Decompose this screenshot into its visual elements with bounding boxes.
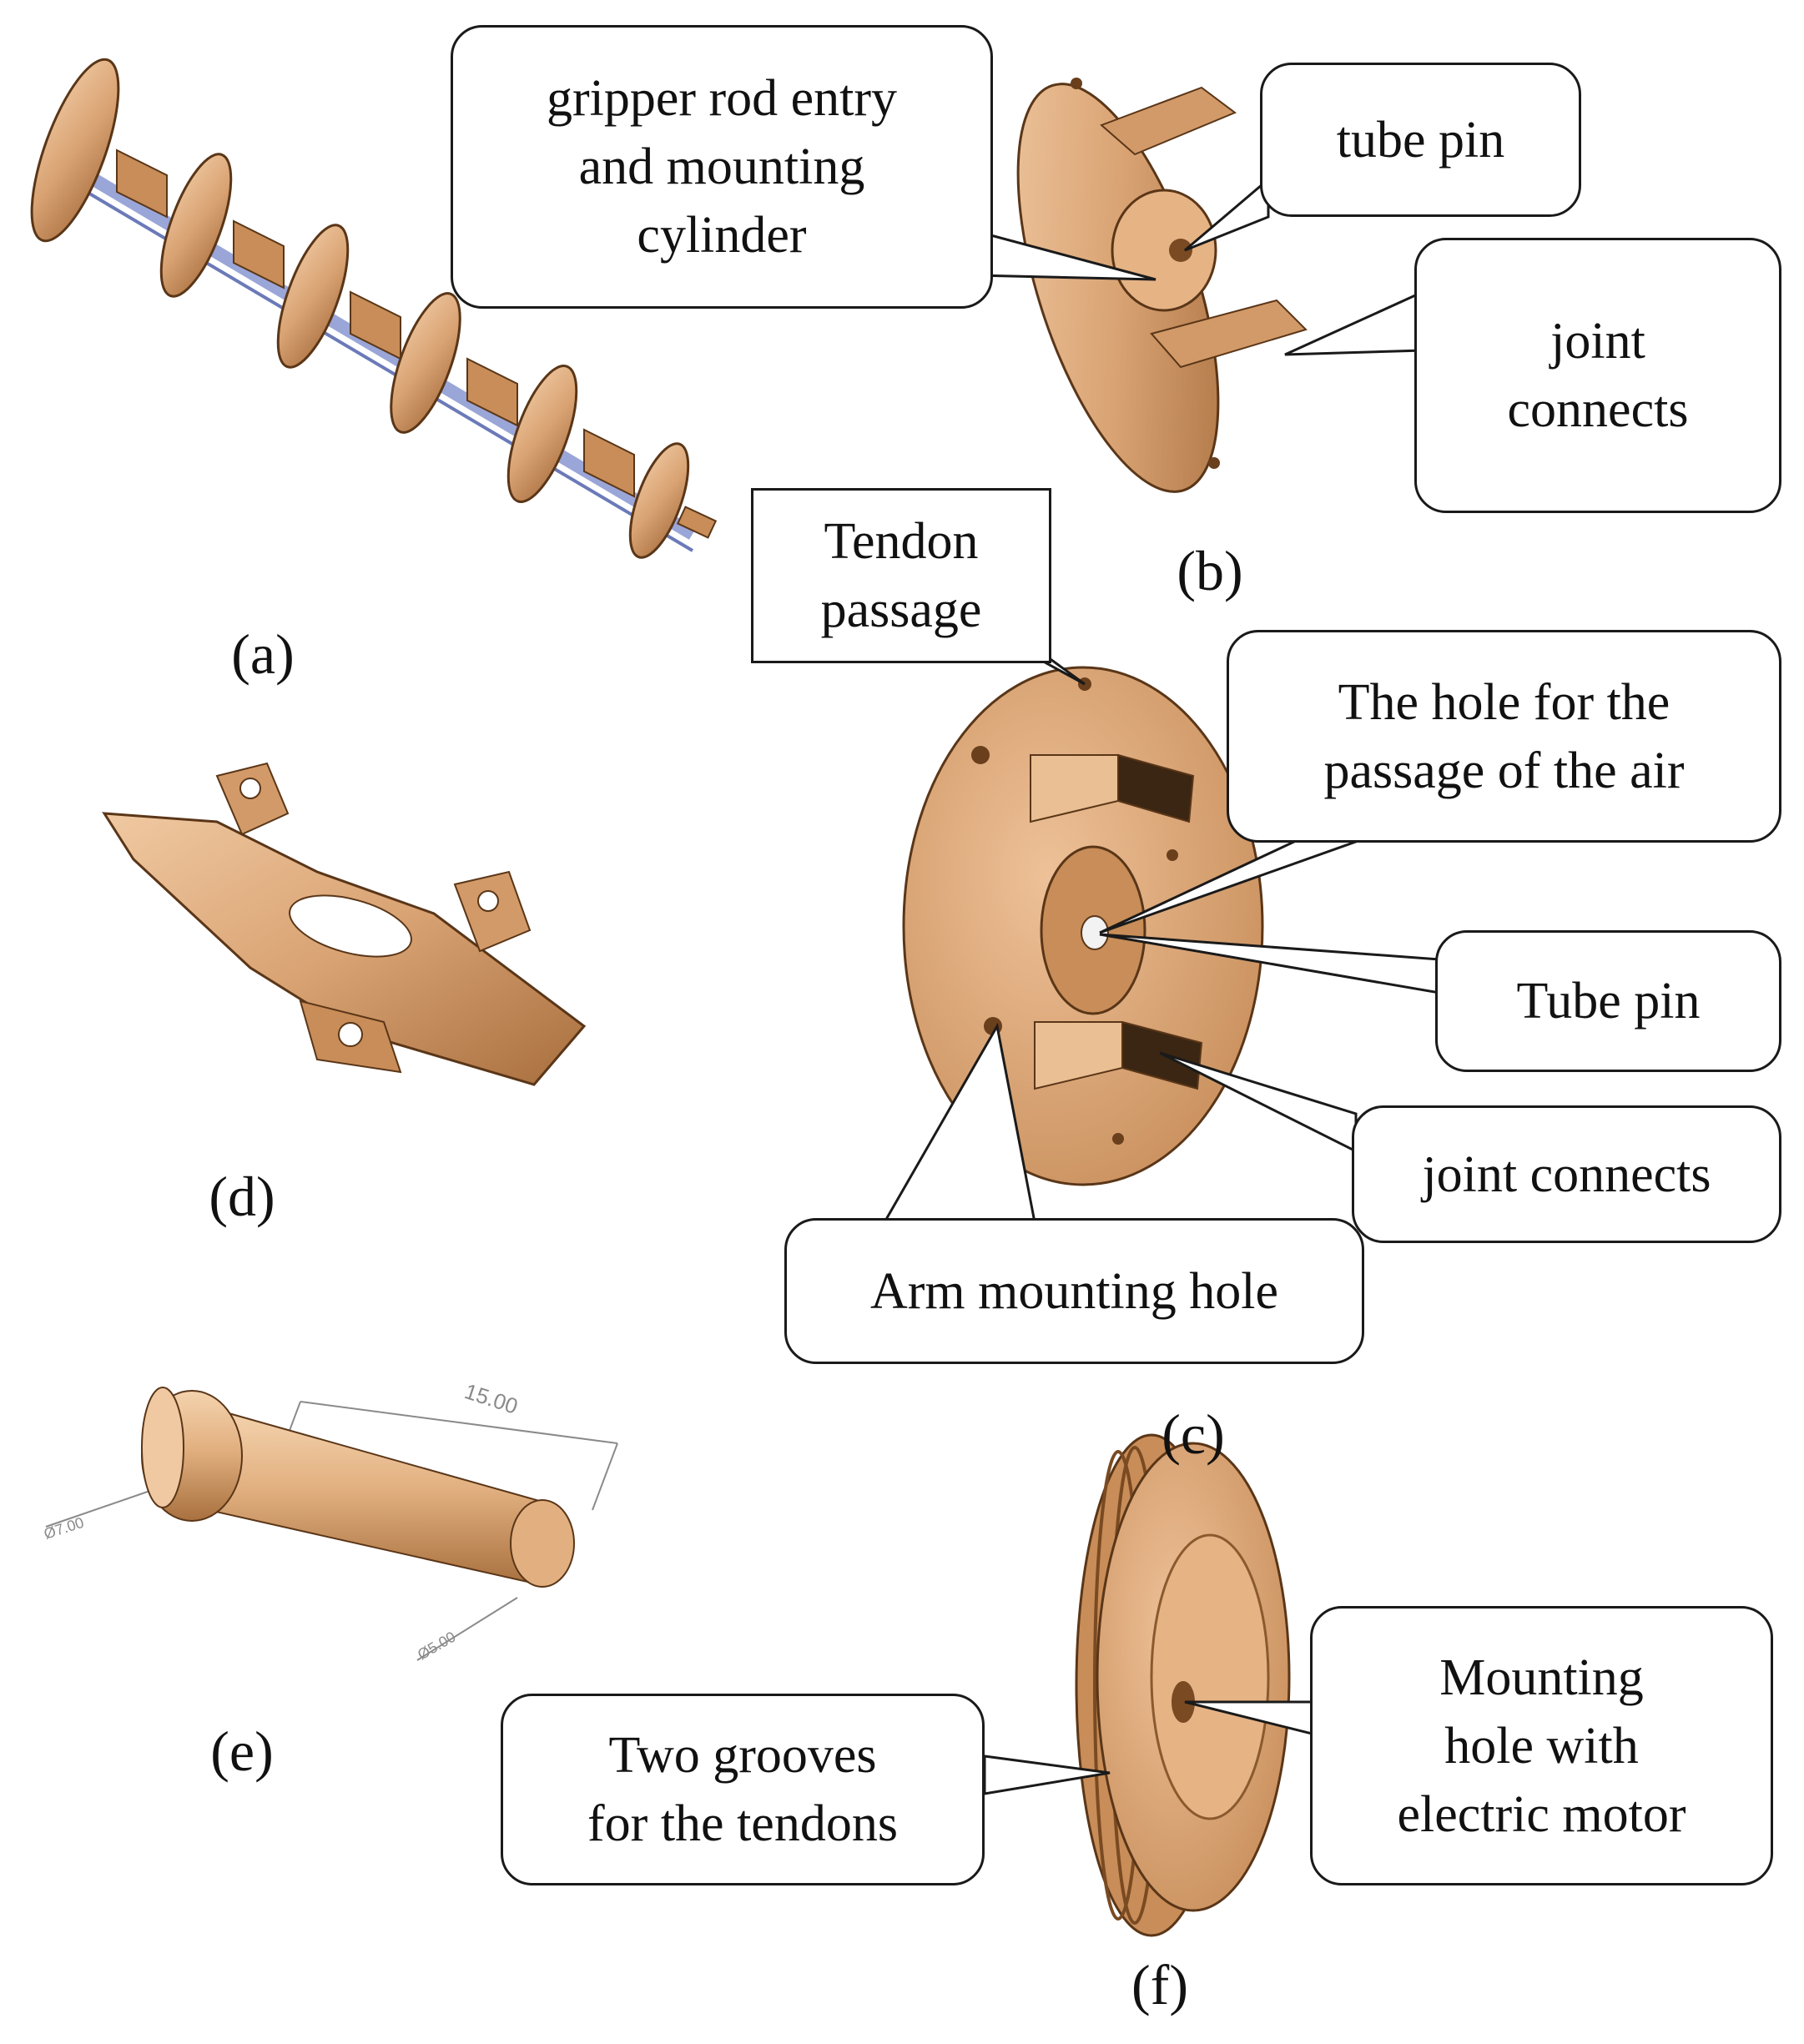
callout-motor-hole: Mounting hole with electric motor (1310, 1606, 1773, 1885)
arm-mount-hole (971, 746, 990, 764)
joint-block (583, 428, 635, 498)
flange-disc (159, 153, 233, 298)
end-flange-disc (30, 58, 120, 243)
callout-line: The hole for the (1338, 673, 1670, 731)
upper-bracket (1100, 86, 1237, 156)
panel-e-pin: 15.00 Ø7.00 Ø5.00 (42, 1378, 618, 1664)
callout-line: passage of the air (1323, 742, 1685, 799)
dimension-leader (416, 1597, 518, 1661)
dimension-line (300, 1401, 618, 1444)
tube-pin-hole (1169, 239, 1192, 262)
lower-bracket (1150, 299, 1308, 369)
bracket-hole (477, 890, 499, 912)
pin-tip (510, 1499, 575, 1588)
panel-label-e: (e) (210, 1719, 274, 1783)
tab-hole (338, 1022, 363, 1047)
callout-arm-mounting: Arm mounting hole (784, 1218, 1364, 1364)
upper-bracket-side (1117, 753, 1195, 823)
bracket-hole (239, 778, 261, 799)
lower-bracket-side (1121, 1020, 1203, 1090)
callout-line: Tube pin (1516, 973, 1701, 1030)
air-hole (1081, 915, 1109, 950)
pin-head-face (141, 1387, 184, 1508)
callout-tube-pin-c: Tube pin (1435, 930, 1781, 1072)
callout-line: Two grooves (608, 1727, 877, 1784)
mounting-cylinder (1111, 189, 1217, 312)
center-cutout (289, 894, 412, 958)
callout-tendon-passage: Tendon passage (751, 488, 1051, 663)
dimension-left-label: Ø7.00 (42, 1514, 86, 1543)
callout-line: Tendon (824, 513, 979, 570)
panel-label-c: (c) (1162, 1402, 1225, 1466)
callout-line: passage (820, 581, 982, 638)
extension-line (592, 1442, 618, 1511)
panel-label-a: (a) (231, 622, 295, 686)
callout-line: gripper rod entry (546, 70, 898, 127)
callout-line: joint connects (1422, 1145, 1711, 1203)
panel-b-base (1016, 78, 1308, 493)
callout-line: tube pin (1336, 111, 1505, 169)
flange-disc (390, 292, 461, 434)
joint-block (466, 357, 518, 427)
callout-line: cylinder (637, 207, 807, 264)
flange-disc (276, 224, 350, 369)
screw-hole (1112, 1133, 1124, 1145)
callout-line: joint (1550, 313, 1645, 370)
panel-d-flat-base (102, 762, 587, 1086)
joint-block (233, 219, 285, 289)
flange-disc (628, 442, 690, 559)
callout-line: and mounting (578, 138, 865, 195)
panel-label-f: (f) (1131, 1953, 1188, 2016)
callout-line: Arm mounting hole (869, 1262, 1279, 1320)
callout-joint-connects-b: joint connects (1414, 238, 1781, 513)
callout-air-hole: The hole for the passage of the air (1227, 630, 1781, 843)
panel-label-b: (b) (1177, 539, 1243, 602)
dimension-right-label: Ø5.00 (415, 1629, 458, 1664)
motor-hole (1172, 1681, 1195, 1723)
panel-a-assembly (30, 58, 718, 559)
callout-line: electric motor (1397, 1785, 1686, 1843)
dimension-leader (45, 1484, 168, 1528)
screw-hole (1167, 849, 1178, 861)
callout-joint-connects-c: joint connects (1352, 1105, 1781, 1243)
callout-rod-entry: gripper rod entry and mounting cylinder (451, 25, 993, 309)
joint-block (116, 149, 168, 219)
callout-grooves: Two grooves for the tendons (501, 1694, 985, 1885)
rod-shadow (57, 174, 694, 552)
callout-line: connects (1507, 381, 1689, 438)
screw-hole (1071, 78, 1082, 89)
joint-block (350, 290, 401, 360)
callout-tube-pin-b: tube pin (1260, 63, 1581, 217)
bracket-right (453, 870, 532, 953)
pin-shaft (207, 1408, 543, 1587)
callout-line: Mounting (1439, 1649, 1644, 1706)
pulley-recess (1150, 1533, 1270, 1820)
end-fitting (676, 506, 718, 539)
dimension-length-label: 15.00 (461, 1378, 521, 1419)
pointer-grooves (983, 1755, 1111, 1795)
callout-line: hole with (1444, 1717, 1639, 1775)
panel-label-d: (d) (209, 1165, 275, 1228)
pointer-joint-connects-b (1284, 289, 1424, 356)
screw-hole (1208, 457, 1220, 469)
callout-line: for the tendons (587, 1795, 898, 1852)
panel-f-pulley (1075, 1433, 1291, 1937)
flange-disc (506, 365, 578, 503)
